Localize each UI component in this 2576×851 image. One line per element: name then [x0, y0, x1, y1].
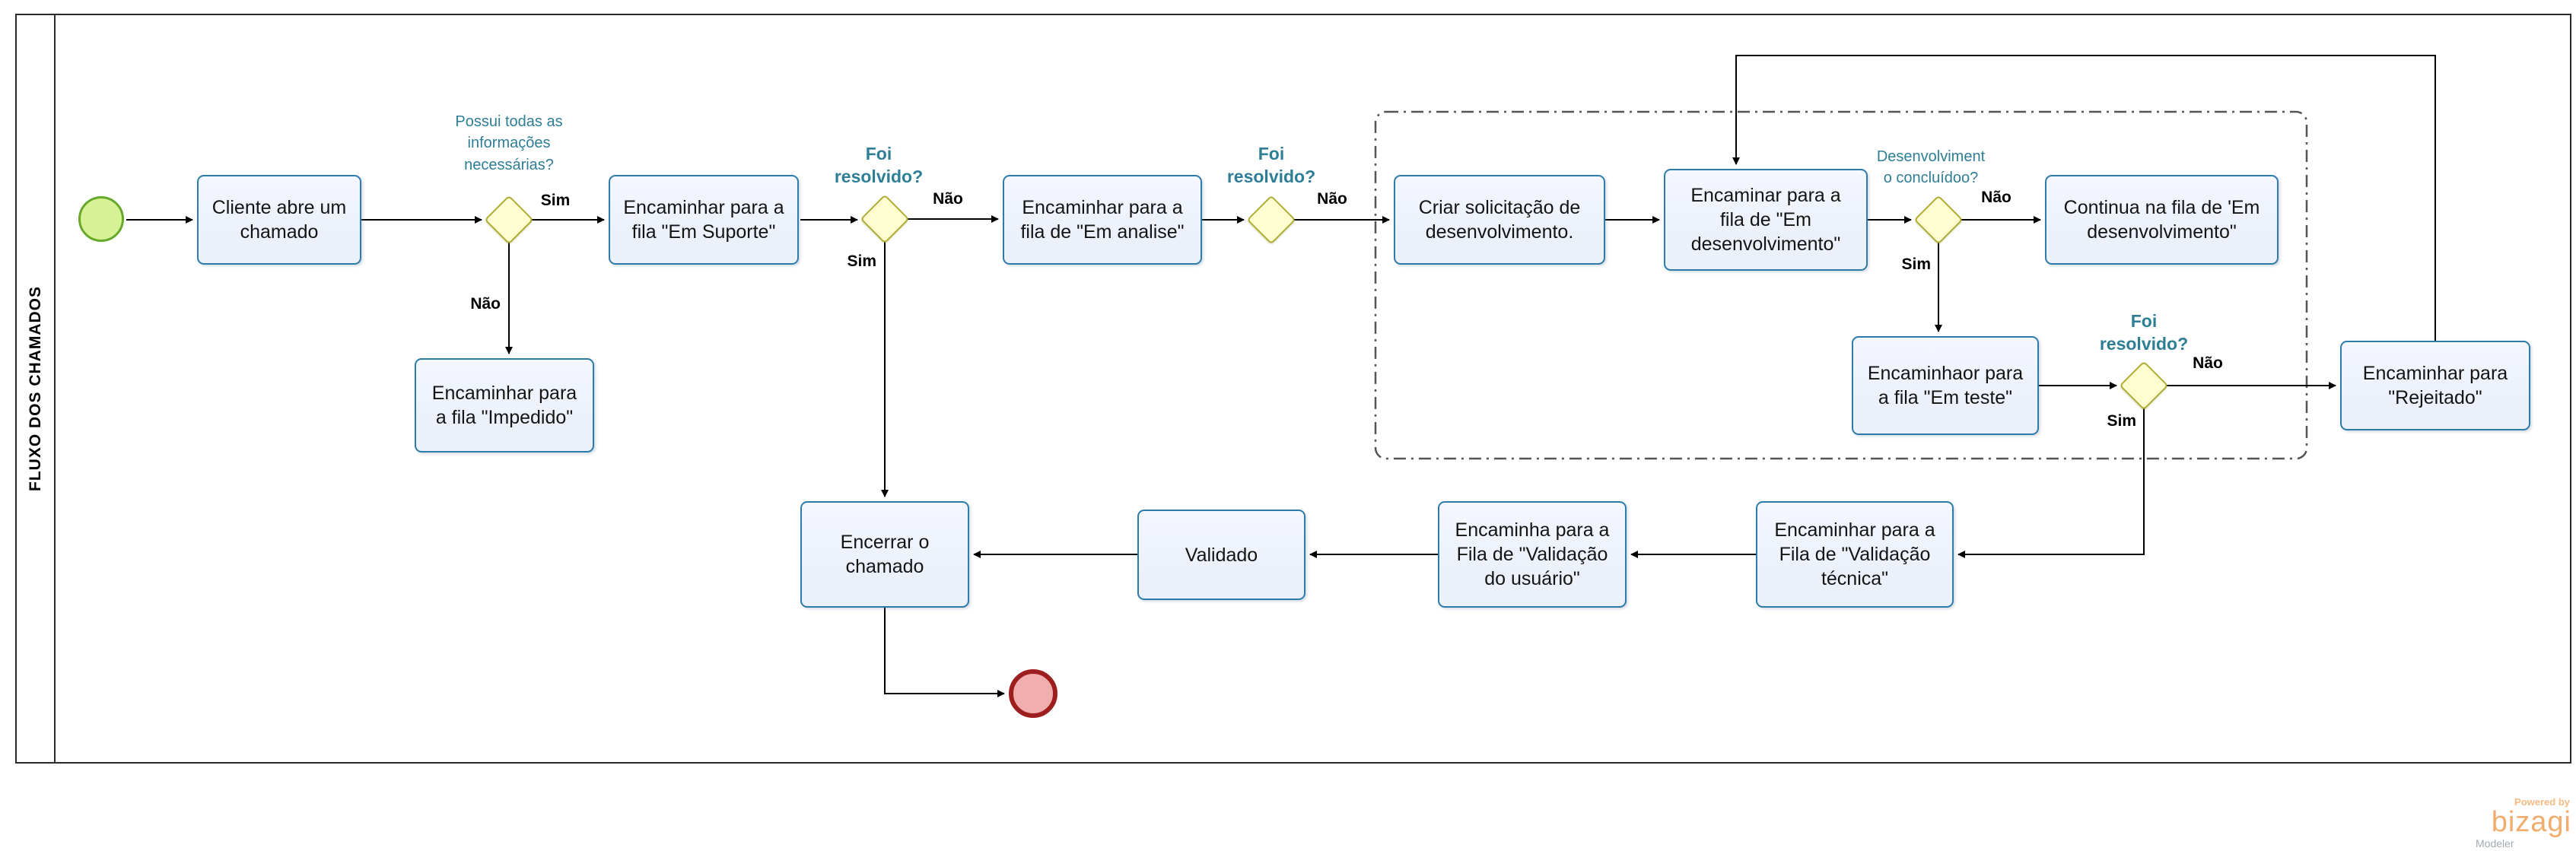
- edge-label-nao-5: Não: [2193, 354, 2223, 372]
- modeler-text: Modeler: [2476, 837, 2514, 849]
- start-event[interactable]: [78, 196, 124, 242]
- gateway-question-foi-resolvido-3: Foi resolvido?: [2099, 311, 2189, 354]
- task-label: Encaminar para a fila de "Em desenvolvim…: [1690, 185, 1841, 255]
- subprocess-group[interactable]: [1374, 110, 2308, 460]
- task-fila-impedido[interactable]: Encaminhar para a fila "Impedido": [415, 358, 594, 452]
- task-fila-em-desenvolvimento[interactable]: Encaminar para a fila de "Em desenvolvim…: [1664, 169, 1868, 271]
- task-encaminhar-rejeitado[interactable]: Encaminhar para "Rejeitado": [2340, 341, 2530, 430]
- task-label: Encaminhar para a fila "Impedido": [431, 383, 577, 428]
- gateway-question-foi-resolvido-1: Foi resolvido?: [834, 144, 924, 186]
- gateway-question-desenvolvimento-concluido: Desenvolviment o concluídoo?: [1876, 148, 1986, 187]
- task-label: Encaminhaor para a fila "Em teste": [1867, 363, 2024, 408]
- task-fila-em-analise[interactable]: Encaminhar para a fila de "Em analise": [1003, 175, 1202, 265]
- edge-label-nao-1: Não: [470, 295, 501, 313]
- edge-label-sim-2: Sim: [847, 252, 876, 270]
- edge-label-sim-1: Sim: [540, 192, 571, 209]
- task-continua-fila-desenvolvimento[interactable]: Continua na fila de 'Em desenvolvimento": [2045, 175, 2279, 265]
- edge-label-sim-4: Sim: [1901, 256, 1931, 273]
- edge-label-nao-2: Não: [933, 190, 963, 208]
- edge-label-sim-5: Sim: [2107, 412, 2136, 430]
- task-encerrar-chamado[interactable]: Encerrar o chamado: [800, 501, 969, 608]
- edge-label-nao-4: Não: [1981, 189, 2012, 206]
- task-fila-em-teste[interactable]: Encaminhaor para a fila "Em teste": [1852, 336, 2039, 435]
- task-cliente-abre-chamado[interactable]: Cliente abre um chamado: [197, 175, 361, 265]
- bizagi-logo: Powered by bizagi Modeler: [2471, 797, 2571, 849]
- task-label: Encaminhar para a fila de "Em analise": [1020, 197, 1185, 243]
- task-label: Encaminhar para "Rejeitado": [2362, 363, 2508, 408]
- gateway-question-foi-resolvido-2: Foi resolvido?: [1226, 144, 1316, 186]
- pool-header[interactable]: FLUXO DOS CHAMADOS: [17, 15, 56, 762]
- gateway-question-possui-informacoes: Possui todas as informações necessárias?: [455, 113, 563, 173]
- powered-by-text: Powered by: [2514, 796, 2570, 808]
- task-validado[interactable]: Validado: [1137, 510, 1305, 600]
- task-label: Encerrar o chamado: [840, 532, 930, 577]
- task-criar-solicitacao[interactable]: Criar solicitação de desenvolvimento.: [1394, 175, 1605, 265]
- task-fila-validacao-usuario[interactable]: Encaminha para a Fila de "Validação do u…: [1438, 501, 1627, 608]
- task-label: Continua na fila de 'Em desenvolvimento": [2063, 197, 2260, 243]
- task-label: Encaminha para a Fila de "Validação do u…: [1455, 519, 1610, 589]
- task-label: Encaminhar para a Fila de "Validação téc…: [1774, 519, 1935, 589]
- task-label: Criar solicitação de desenvolvimento.: [1418, 197, 1581, 243]
- end-event[interactable]: [1009, 669, 1057, 718]
- task-fila-em-suporte[interactable]: Encaminhar para a fila "Em Suporte": [609, 175, 799, 265]
- bizagi-wordmark: bizagi: [2491, 806, 2571, 838]
- task-label: Cliente abre um chamado: [211, 197, 347, 243]
- task-label: Validado: [1185, 544, 1258, 566]
- task-label: Encaminhar para a fila "Em Suporte": [623, 197, 784, 243]
- task-fila-validacao-tecnica[interactable]: Encaminhar para a Fila de "Validação téc…: [1756, 501, 1954, 608]
- edge-label-nao-3: Não: [1317, 190, 1347, 208]
